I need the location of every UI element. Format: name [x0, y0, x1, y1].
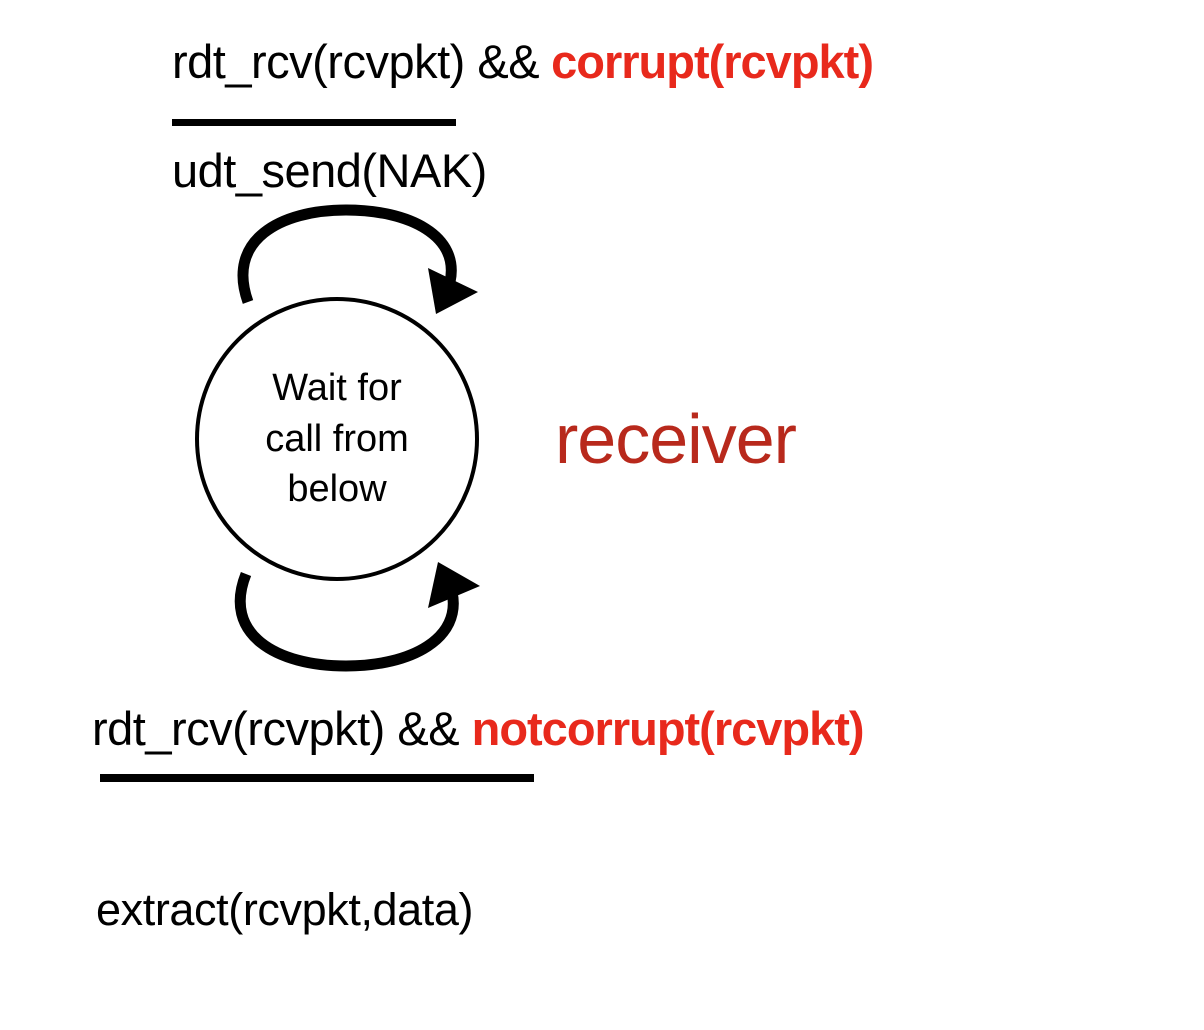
actor-label-receiver: receiver: [555, 400, 797, 478]
state-label-line-1: Wait for: [272, 367, 402, 410]
state-label: Wait for call from below: [199, 301, 475, 577]
transition-action-list-notcorrupt: extract(rcvpkt,data) deliver_data(data) …: [96, 792, 474, 1030]
transition-divider-bottom: [100, 774, 534, 782]
transition-action-udt-send-nak: udt_send(NAK): [172, 144, 487, 197]
transition-action-extract: extract(rcvpkt,data): [96, 884, 474, 935]
self-loop-arrow-bottom: [234, 562, 480, 672]
transition-event-corrupt-condition: rdt_rcv(rcvpkt) &&: [172, 35, 540, 88]
transition-event-notcorrupt-condition: rdt_rcv(rcvpkt) &&: [92, 702, 472, 755]
transition-event-corrupt: rdt_rcv(rcvpkt) && corrupt(rcvpkt): [172, 35, 874, 88]
transition-divider-top: [172, 119, 456, 126]
state-label-line-3: below: [287, 468, 387, 511]
state-wait-for-call-from-below[interactable]: Wait for call from below: [195, 297, 479, 581]
transition-event-notcorrupt: rdt_rcv(rcvpkt) && notcorrupt(rcvpkt): [92, 702, 865, 755]
state-label-line-2: call from: [265, 417, 409, 460]
transition-event-notcorrupt-predicate: notcorrupt(rcvpkt): [471, 702, 865, 755]
transition-event-corrupt-predicate: corrupt(rcvpkt): [539, 35, 874, 88]
self-loop-arrow-top: [237, 204, 478, 314]
